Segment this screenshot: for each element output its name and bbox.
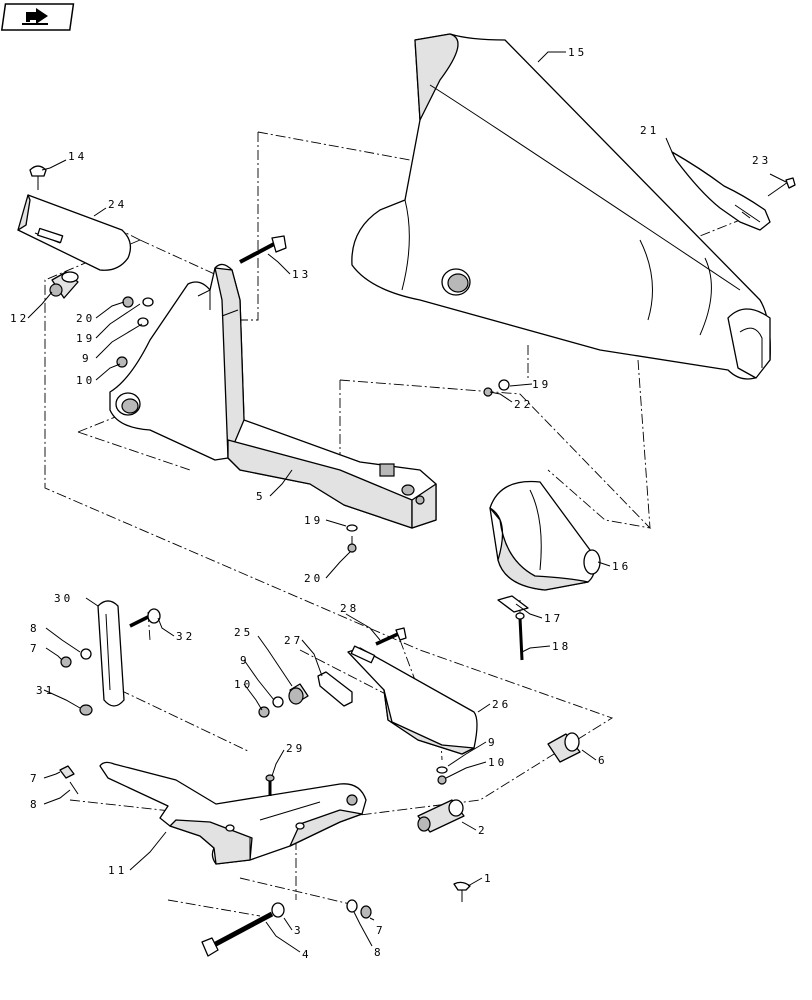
callout-7-left: 7: [30, 642, 40, 655]
callout-17: 17: [544, 612, 563, 625]
callout-7-mid: 7: [30, 772, 40, 785]
plate-part-17[interactable]: [497, 595, 529, 613]
callout-19-low: 19: [304, 514, 323, 527]
screw-part-20b[interactable]: [347, 536, 357, 553]
callout-1: 1: [484, 872, 494, 885]
callout-15: 15: [568, 46, 587, 59]
bolt-part-13[interactable]: [239, 235, 287, 264]
nut-part-10b[interactable]: [258, 706, 270, 718]
light-cover-part-16[interactable]: [489, 480, 601, 591]
callout-25: 25: [234, 626, 253, 639]
callout-20-top: 20: [76, 312, 95, 325]
nut-part-10a[interactable]: [116, 356, 128, 368]
callout-10-mid: 10: [234, 678, 253, 691]
bolt-part-18[interactable]: [515, 612, 525, 661]
callout-31: 31: [36, 684, 55, 697]
callout-11: 11: [108, 864, 127, 877]
callout-13: 13: [292, 268, 311, 281]
slotted-bar-part-30[interactable]: [97, 600, 125, 707]
arrow-icon: [22, 8, 48, 25]
bracket-plate-part-24[interactable]: [17, 194, 132, 271]
callout-9-mid: 9: [240, 654, 250, 667]
callout-24: 24: [108, 198, 127, 211]
bracket-part-26[interactable]: [347, 645, 478, 755]
callout-27: 27: [284, 634, 303, 647]
callout-28: 28: [340, 602, 359, 615]
pin-part-2[interactable]: [417, 799, 465, 833]
washer-part-8c[interactable]: [346, 899, 358, 913]
nut-part-10c[interactable]: [437, 775, 447, 785]
callout-10-right: 10: [488, 756, 507, 769]
callout-6: 6: [598, 754, 608, 767]
callout-4: 4: [302, 948, 312, 961]
callout-8-bottom: 8: [374, 946, 384, 959]
callout-23: 23: [752, 154, 771, 167]
spring-clip-part-21[interactable]: [671, 151, 771, 231]
callout-5: 5: [256, 490, 266, 503]
callout-2: 2: [478, 824, 488, 837]
bolt-part-28[interactable]: [375, 627, 407, 646]
nut-part-7c[interactable]: [360, 905, 372, 919]
callout-8-mid: 8: [30, 798, 40, 811]
screw-part-23[interactable]: [767, 177, 796, 197]
callout-32: 32: [176, 630, 195, 643]
shroud-part-15[interactable]: [351, 33, 771, 380]
spacer-part-25[interactable]: [288, 683, 309, 705]
bushing-part-6[interactable]: [547, 732, 581, 763]
washer-part-3[interactable]: [271, 902, 285, 918]
screw-part-29[interactable]: [265, 774, 275, 796]
clip-part-27[interactable]: [317, 671, 353, 707]
callout-18: 18: [552, 640, 571, 653]
callout-9-right: 9: [488, 736, 498, 749]
callout-3: 3: [294, 924, 304, 937]
callout-19-top: 19: [76, 332, 95, 345]
callout-10-top: 10: [76, 374, 95, 387]
washer-part-19a[interactable]: [142, 297, 154, 307]
washer-part-9c[interactable]: [436, 766, 448, 774]
nut-part-20a[interactable]: [122, 296, 134, 308]
callout-labels: 15 21 23 14 24 13 12 20 19 9 10 19 22 5 …: [10, 46, 771, 961]
callout-12: 12: [10, 312, 29, 325]
bolt-part-14[interactable]: [29, 165, 47, 190]
callout-16: 16: [612, 560, 631, 573]
nut-part-7a[interactable]: [60, 656, 72, 668]
lower-arm-part-11[interactable]: [99, 761, 367, 865]
washer-part-9b[interactable]: [272, 696, 284, 708]
bolt-part-1[interactable]: [453, 881, 471, 902]
callout-9-top: 9: [82, 352, 92, 365]
callout-30: 30: [54, 592, 73, 605]
nav-arrow-button[interactable]: [0, 3, 75, 31]
nut-part-7b[interactable]: [59, 765, 75, 779]
callout-26: 26: [492, 698, 511, 711]
callout-19-mid: 19: [532, 378, 551, 391]
washer-part-8a[interactable]: [80, 648, 92, 660]
callout-7-bottom: 7: [376, 924, 386, 937]
callout-20-low: 20: [304, 572, 323, 585]
bolt-part-32[interactable]: [129, 608, 161, 628]
callout-21: 21: [640, 124, 659, 137]
callout-22: 22: [514, 398, 533, 411]
callout-8-left: 8: [30, 622, 40, 635]
pin-part-8b[interactable]: [69, 781, 79, 795]
leader-lines: [27, 51, 787, 953]
nut-part-31[interactable]: [79, 704, 93, 716]
spacer-part-12[interactable]: [49, 271, 79, 299]
washer-part-19c[interactable]: [346, 524, 358, 532]
washer-part-19b[interactable]: [498, 379, 510, 391]
main-frame-part-5[interactable]: [109, 263, 437, 529]
washer-part-9a[interactable]: [137, 317, 149, 327]
callout-14: 14: [68, 150, 87, 163]
bolt-part-4[interactable]: [201, 911, 274, 957]
callout-29: 29: [286, 742, 305, 755]
